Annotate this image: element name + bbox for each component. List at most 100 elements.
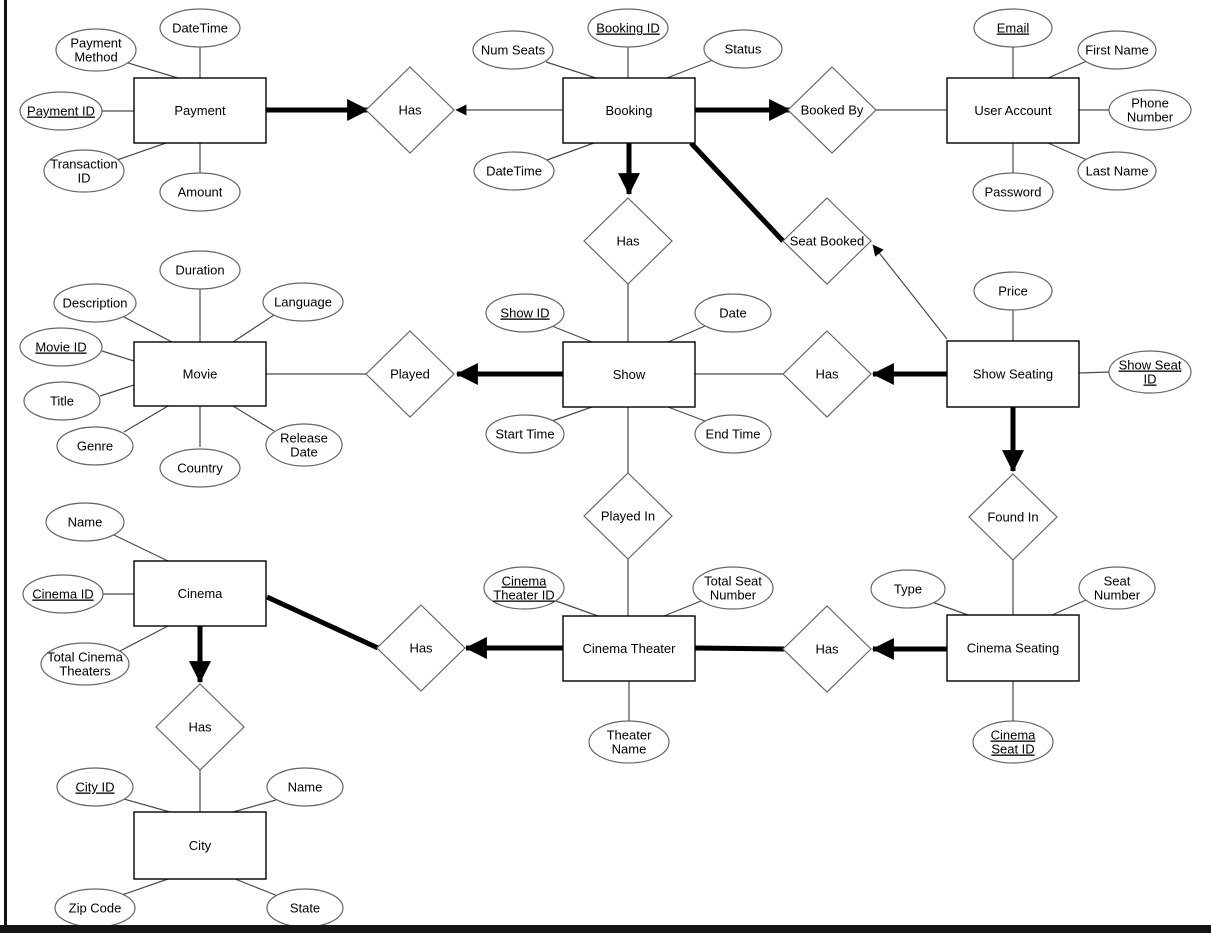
entity-rect xyxy=(562,341,696,408)
attribute-ellipse xyxy=(159,448,241,488)
entity-booking: Booking xyxy=(562,77,696,144)
label: Cinema ID xyxy=(32,587,93,602)
entity-rect xyxy=(133,77,267,144)
link-zip-code xyxy=(121,878,169,896)
label: City ID xyxy=(76,780,115,795)
label: Last Name xyxy=(1086,164,1149,179)
label: Start Time xyxy=(495,427,554,442)
attribute-ellipse xyxy=(870,569,946,609)
label: Amount xyxy=(178,185,223,200)
attribute-seat-type: Type xyxy=(870,569,946,609)
label: Movie xyxy=(183,367,218,382)
relationship-diamond xyxy=(583,472,673,560)
link-show-seat-id xyxy=(1078,371,1111,374)
relationship-has-cinema-theater: Has xyxy=(376,604,466,692)
attribute-ellipse xyxy=(266,767,344,807)
attribute-movie-id: Movie ID xyxy=(19,327,103,367)
attribute-ellipse xyxy=(45,502,125,542)
label: Found In xyxy=(987,510,1038,525)
attribute-ellipse xyxy=(587,8,669,48)
attribute-email: Email xyxy=(973,8,1053,48)
relationship-link-showseating-to-seatbooked xyxy=(872,244,948,340)
label: DateTime xyxy=(486,164,542,179)
label: Cinema Theater xyxy=(583,641,677,656)
attribute-ellipse xyxy=(472,30,554,70)
relationship-seat-booked: Seat Booked xyxy=(782,197,872,285)
label: Played xyxy=(390,367,430,382)
attribute-ellipse xyxy=(55,28,137,72)
connectors xyxy=(99,47,1111,897)
label: Has xyxy=(409,641,433,656)
label: Title xyxy=(50,394,74,409)
label: Show xyxy=(613,367,646,382)
relationship-diamond xyxy=(365,330,455,418)
attribute-ellipse xyxy=(692,566,774,610)
attribute-title: Title xyxy=(23,381,101,421)
attribute-ellipse xyxy=(485,293,565,333)
attribute-ellipse xyxy=(973,8,1053,48)
attribute-payment-datetime: DateTime xyxy=(159,8,241,48)
entity-rect xyxy=(562,615,696,682)
label: DateTime xyxy=(172,21,228,36)
attribute-ellipse xyxy=(703,29,783,69)
label: Num Seats xyxy=(481,43,546,58)
label: Name xyxy=(68,515,103,530)
link-num-seats xyxy=(545,61,597,79)
entity-rect xyxy=(133,560,267,627)
link-last-name xyxy=(1047,142,1088,161)
relationship-has-cinema-city: Has xyxy=(155,683,245,771)
entity-show-seating: Show Seating xyxy=(946,340,1080,408)
label: Played In xyxy=(601,509,655,524)
label: Payment xyxy=(174,103,226,118)
attribute-language: Language xyxy=(262,282,344,322)
attribute-ellipse xyxy=(1078,566,1156,610)
attribute-ellipse xyxy=(973,271,1053,311)
label: Has xyxy=(616,234,640,249)
relationship-diamond xyxy=(787,66,877,154)
entity-city: City xyxy=(133,811,267,880)
attribute-ellipse xyxy=(473,151,555,191)
entity-show: Show xyxy=(562,341,696,408)
attribute-status: Status xyxy=(703,29,783,69)
attribute-amount: Amount xyxy=(159,172,241,212)
link-booking-datetime xyxy=(546,142,595,161)
label: Movie ID xyxy=(35,340,86,355)
entity-payment: Payment xyxy=(133,77,267,144)
label: Booked By xyxy=(801,103,864,118)
label: User Account xyxy=(974,103,1052,118)
entity-user-account: User Account xyxy=(946,77,1080,144)
label: Seat Booked xyxy=(790,234,864,249)
entity-rect xyxy=(946,77,1080,144)
label: Description xyxy=(62,296,127,311)
attribute-ellipse xyxy=(40,642,130,686)
window-bottom-edge xyxy=(0,925,1211,933)
attribute-ellipse xyxy=(19,91,103,131)
label: Duration xyxy=(175,263,224,278)
link-city-name xyxy=(232,799,277,813)
link-payment-method xyxy=(124,61,179,79)
link-description xyxy=(123,316,173,343)
attribute-ellipse xyxy=(972,720,1054,764)
link-total-cinema xyxy=(119,625,169,652)
entity-rect xyxy=(562,77,696,144)
entity-rect xyxy=(946,340,1080,408)
label: Language xyxy=(274,295,332,310)
attribute-ellipse xyxy=(694,414,772,454)
entity-cinema-theater: Cinema Theater xyxy=(562,615,696,682)
relationship-found-in: Found In xyxy=(968,473,1058,561)
label: Status xyxy=(725,42,762,57)
attribute-first-name: First Name xyxy=(1077,30,1157,70)
